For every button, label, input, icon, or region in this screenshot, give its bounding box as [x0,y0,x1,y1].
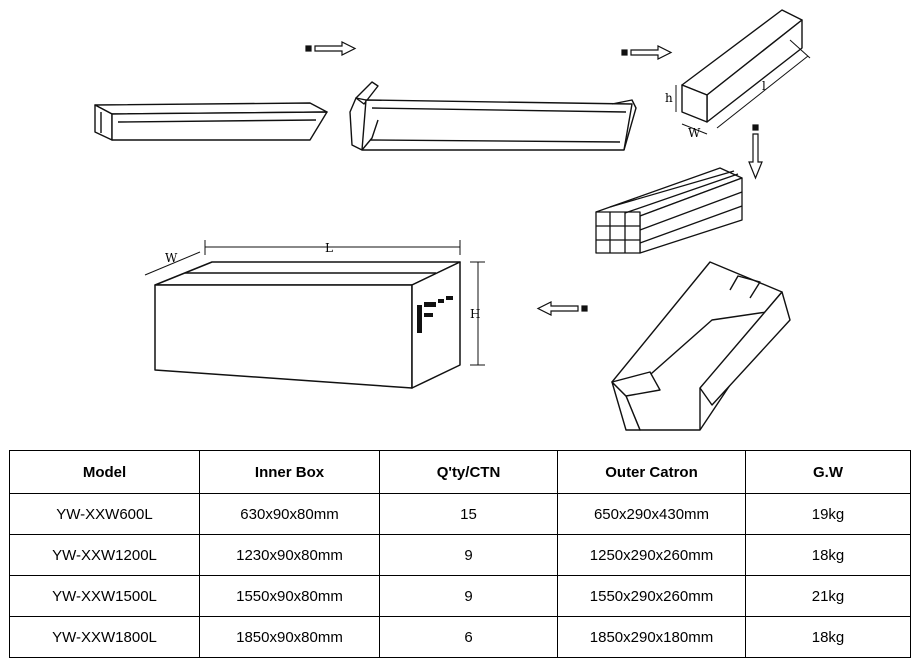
arrow-right-icon [305,41,357,56]
cell-outer-carton: 1850x290x180mm [557,616,746,658]
open-inner-box [349,81,637,151]
carton-marking-icon [417,296,453,333]
cell-model: YW-XXW1200L [9,534,200,576]
small-box-height-label: h [665,91,673,105]
packing-spec-table: Model Inner Box Q'ty/CTN Outer Catron G.… [9,450,911,658]
header-inner-box: Inner Box [199,450,380,494]
header-qty-per-carton: Q'ty/CTN [379,450,558,494]
table-row: YW-XXW1500L 1550x90x80mm 9 1550x290x260m… [9,575,911,617]
carton-width-label: W [165,251,178,265]
cell-inner-box: 1550x90x80mm [199,575,380,617]
packing-steps-illustration: h W l [94,9,811,431]
cell-qty: 6 [379,616,558,658]
table-header-row: Model Inner Box Q'ty/CTN Outer Catron G.… [9,450,911,494]
arrow-down-icon [748,124,763,180]
cell-inner-box: 1230x90x80mm [199,534,380,576]
packing-diagram: h W l [94,9,811,431]
stacked-inner-boxes [595,167,743,254]
cell-outer-carton: 1550x290x260mm [557,575,746,617]
cell-weight: 18kg [745,616,911,658]
cell-inner-box: 630x90x80mm [199,493,380,535]
cell-qty: 15 [379,493,558,535]
header-model: Model [9,450,200,494]
table-row: YW-XXW600L 630x90x80mm 15 650x290x430mm … [9,493,911,535]
table-row: YW-XXW1800L 1850x90x80mm 6 1850x290x180m… [9,616,911,658]
cell-weight: 21kg [745,575,911,617]
arrow-right-icon [621,45,673,60]
cell-model: YW-XXW1800L [9,616,200,658]
arrow-left-icon [536,301,588,316]
cell-weight: 18kg [745,534,911,576]
carton-height-label: H [470,307,480,321]
cell-weight: 19kg [745,493,911,535]
cell-model: YW-XXW600L [9,493,200,535]
open-outer-carton [611,261,791,431]
cell-outer-carton: 1250x290x260mm [557,534,746,576]
carton-length-label: L [325,241,333,255]
header-gross-weight: G.W [745,450,911,494]
product-light-bar [94,102,328,141]
cell-qty: 9 [379,575,558,617]
header-outer-carton: Outer Catron [557,450,746,494]
cell-model: YW-XXW1500L [9,575,200,617]
cell-outer-carton: 650x290x430mm [557,493,746,535]
table-row: YW-XXW1200L 1230x90x80mm 9 1250x290x260m… [9,534,911,576]
small-box-length-label: l [762,79,766,93]
closed-inner-box [675,9,811,135]
sealed-outer-carton [144,240,485,389]
cell-qty: 9 [379,534,558,576]
small-box-width-label: W [688,126,701,140]
cell-inner-box: 1850x90x80mm [199,616,380,658]
